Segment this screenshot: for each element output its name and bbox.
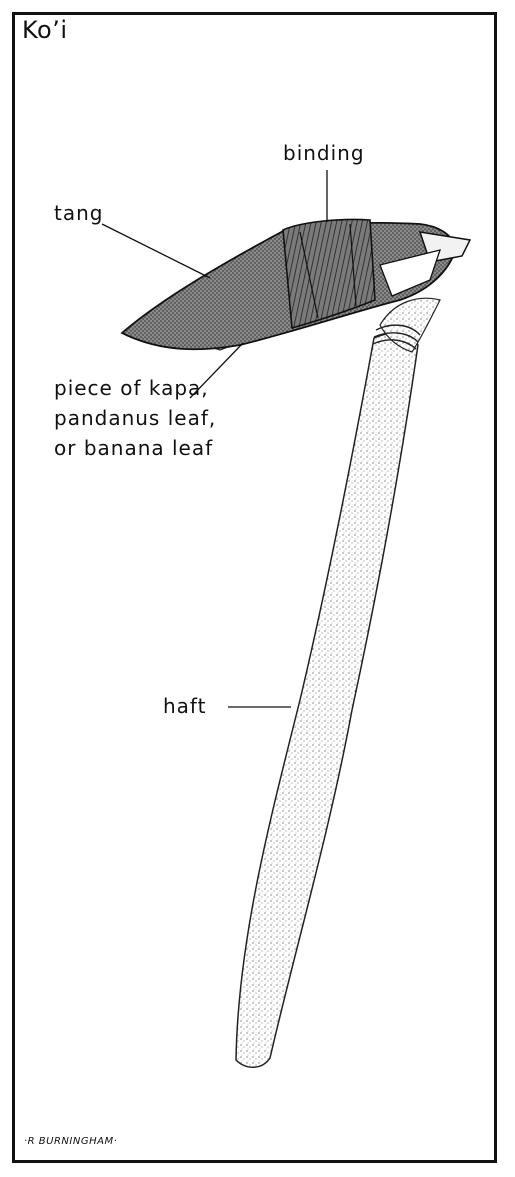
piece-label: piece of kapa, pandanus leaf, or banana … (54, 373, 216, 463)
diagram-title: Ko’i (22, 16, 68, 44)
binding-label: binding (283, 141, 365, 165)
artist-signature: ·R BURNINGHAM· (24, 1136, 117, 1147)
tang-label: tang (54, 201, 103, 225)
haft-handle (236, 333, 418, 1067)
piece-label-line-3: or banana leaf (54, 433, 216, 463)
binding-wrap (283, 219, 375, 328)
piece-label-line-1: piece of kapa, (54, 373, 216, 403)
tang-leader (102, 224, 210, 278)
haft-label: haft (163, 694, 206, 718)
piece-label-line-2: pandanus leaf, (54, 403, 216, 433)
